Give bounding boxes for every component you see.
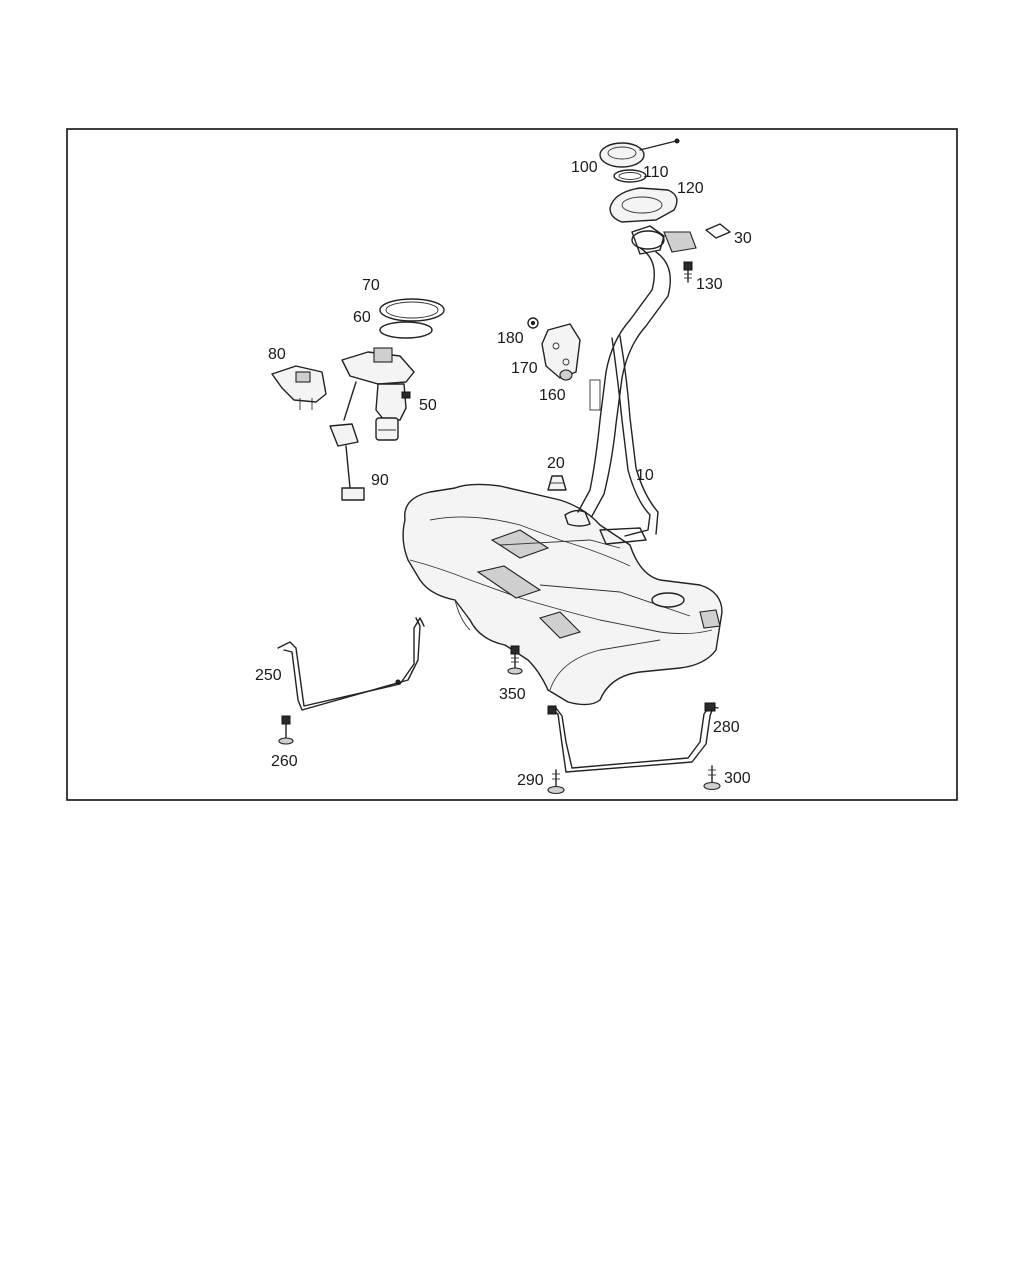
callout-70: 70 <box>362 277 380 294</box>
callout-280: 280 <box>713 719 740 736</box>
seal-ring-60 <box>379 321 433 339</box>
callout-100: 100 <box>571 159 598 176</box>
cap-seal-ring <box>613 169 647 183</box>
filler-housing <box>609 187 678 223</box>
fuel-tank <box>402 483 723 706</box>
fuel-pump-module <box>341 347 415 441</box>
callout-60: 60 <box>353 309 371 326</box>
callout-160: 160 <box>539 387 566 404</box>
control-module-80 <box>271 365 327 410</box>
callout-120: 120 <box>677 180 704 197</box>
bolt-300 <box>703 765 721 791</box>
callout-170: 170 <box>511 360 538 377</box>
callout-180: 180 <box>497 330 524 347</box>
bolt-130 <box>683 261 693 283</box>
callout-10: 10 <box>636 467 654 484</box>
filler-neck <box>577 225 697 537</box>
callout-350: 350 <box>499 686 526 703</box>
bolt-290 <box>547 769 565 795</box>
callout-90: 90 <box>371 472 389 489</box>
bolt-260 <box>278 715 294 745</box>
callout-300: 300 <box>724 770 751 787</box>
diagram-frame <box>66 128 958 801</box>
tank-strap-250 <box>277 617 425 711</box>
fuel-level-sensor <box>329 381 365 501</box>
bracket-170 <box>541 323 581 379</box>
grommet-160 <box>559 369 573 381</box>
callout-30: 30 <box>734 230 752 247</box>
callout-250: 250 <box>255 667 282 684</box>
callout-80: 80 <box>268 346 286 363</box>
lock-ring-70 <box>379 298 445 322</box>
callout-130: 130 <box>696 276 723 293</box>
callout-50: 50 <box>419 397 437 414</box>
fuel-cap <box>599 138 680 168</box>
callout-20: 20 <box>547 455 565 472</box>
clip-180 <box>527 317 539 329</box>
tank-strap-280 <box>547 702 719 773</box>
callout-290: 290 <box>517 772 544 789</box>
callout-260: 260 <box>271 753 298 770</box>
cap-20 <box>547 475 567 491</box>
adhesive-pad <box>705 223 731 239</box>
callout-110: 110 <box>643 164 669 181</box>
bolt-350 <box>507 645 523 675</box>
